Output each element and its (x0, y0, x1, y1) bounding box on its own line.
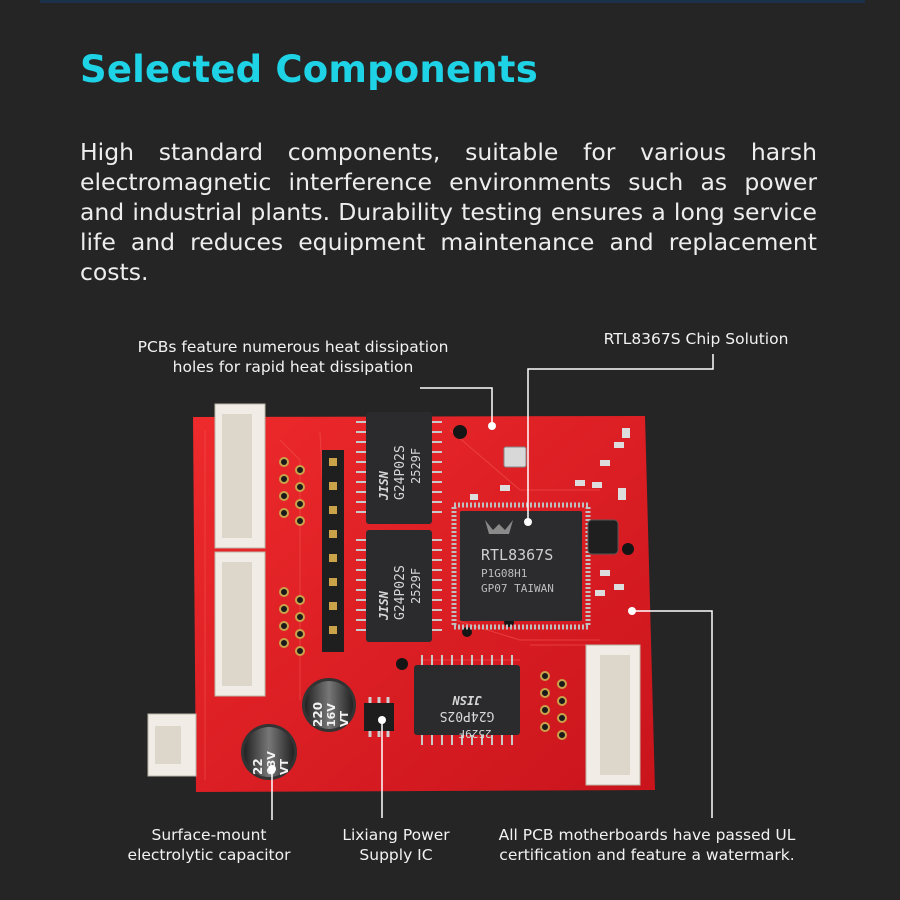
section-title: Selected Components (80, 48, 538, 91)
transformer-middle: G24P02S 2529F JISN (356, 530, 442, 642)
callout-lines (271, 354, 714, 820)
transformer-top: G24P02S 2529F JISN (356, 412, 442, 524)
callout-capacitor-line2: electrolytic capacitor (127, 846, 291, 864)
transformer-bottom-brand: JISN (452, 693, 483, 707)
rtl8367s-chip: RTL8367S P1G08H1 GP07 TAIWAN (451, 502, 591, 630)
realtek-logo-icon (485, 520, 513, 534)
callout-capacitor-line1: Surface-mount (151, 826, 267, 844)
callout-chip: RTL8367S Chip Solution (596, 329, 796, 349)
power-connector (147, 713, 197, 777)
crystal-oscillator (503, 446, 527, 468)
transformer-top-brand: JISN (377, 470, 391, 501)
callout-power-ic: Lixiang Power Supply IC (328, 825, 464, 865)
cap-small-brand: VT (278, 758, 291, 775)
left-connector-bottom (214, 551, 266, 697)
callout-power-ic-line1: Lixiang Power (342, 826, 450, 844)
capacitor-small: 22 63V VT (241, 724, 297, 780)
transformer-middle-model: G24P02S (393, 565, 408, 620)
chip-line-3: GP07 TAIWAN (481, 582, 554, 595)
chip-model: RTL8367S (481, 546, 553, 564)
callout-ul-cert: All PCB motherboards have passed UL cert… (488, 825, 806, 865)
transformer-top-code: 2529F (409, 448, 423, 484)
inductor (587, 519, 619, 555)
cap-large-value: 220 (311, 702, 325, 727)
power-supply-ic (364, 697, 394, 737)
left-connector-top (214, 403, 266, 549)
transformer-bottom-code: 2529F (458, 727, 491, 740)
transformer-bottom: G24P02S 2529F JISN (414, 655, 520, 745)
pin-header (322, 450, 344, 652)
callout-capacitor: Surface-mount electrolytic capacitor (118, 825, 300, 865)
top-strip (40, 0, 865, 3)
cap-large-voltage: 16V (325, 703, 338, 727)
transformer-bottom-model: G24P02S (440, 708, 495, 723)
cap-large-brand: VT (338, 710, 351, 727)
callout-heat-holes: PCBs feature numerous heat dissipation h… (133, 337, 453, 377)
chip-line-2: P1G08H1 (481, 567, 527, 580)
right-connector (585, 644, 641, 786)
callout-chip-line1: RTL8367S Chip Solution (603, 330, 789, 348)
through-holes (279, 457, 567, 740)
transformer-middle-brand: JISN (377, 590, 391, 621)
callout-power-ic-line2: Supply IC (359, 846, 433, 864)
transformer-top-model: G24P02S (393, 445, 408, 500)
callout-ul-cert-line2: certification and feature a watermark. (499, 846, 795, 864)
callout-heat-holes-line2: holes for rapid heat dissipation (172, 358, 414, 376)
capacitor-large: 220 16V VT (302, 678, 356, 732)
cap-small-value: 22 (251, 758, 265, 775)
callout-heat-holes-line1: PCBs feature numerous heat dissipation (137, 338, 449, 356)
transformer-middle-code: 2529F (409, 568, 423, 604)
callout-ul-cert-line1: All PCB motherboards have passed UL (498, 826, 796, 844)
section-description: High standard components, suitable for v… (80, 138, 817, 286)
smd-components (470, 428, 630, 596)
callout-dots (268, 422, 636, 773)
